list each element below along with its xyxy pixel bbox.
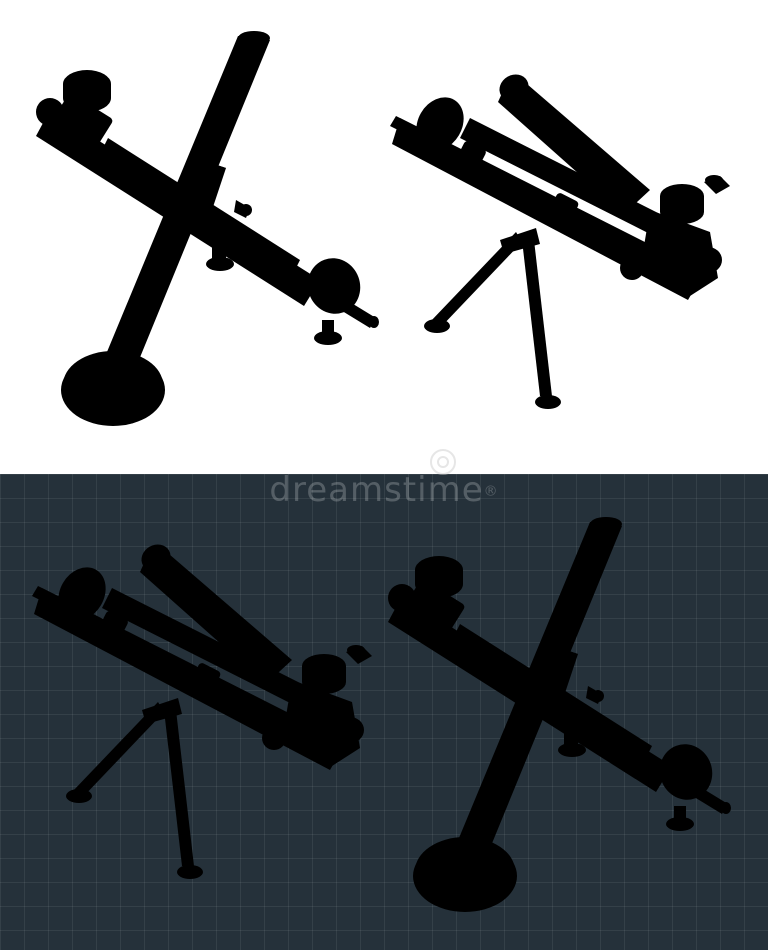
watermark-text: dreamstime	[269, 470, 484, 510]
watermark-mark: ®	[483, 483, 499, 500]
mortar-baseplate-drawing-top	[36, 31, 379, 426]
mortar-bipod-drawing-bottom	[32, 539, 372, 879]
mortar-bipod-drawing-top	[390, 69, 730, 409]
watermark-logo-icon	[430, 449, 456, 475]
blueprint-grid-panel	[0, 474, 768, 950]
watermark: dreamstime®	[0, 470, 768, 510]
mortar-baseplate-drawing-bottom	[388, 517, 731, 912]
